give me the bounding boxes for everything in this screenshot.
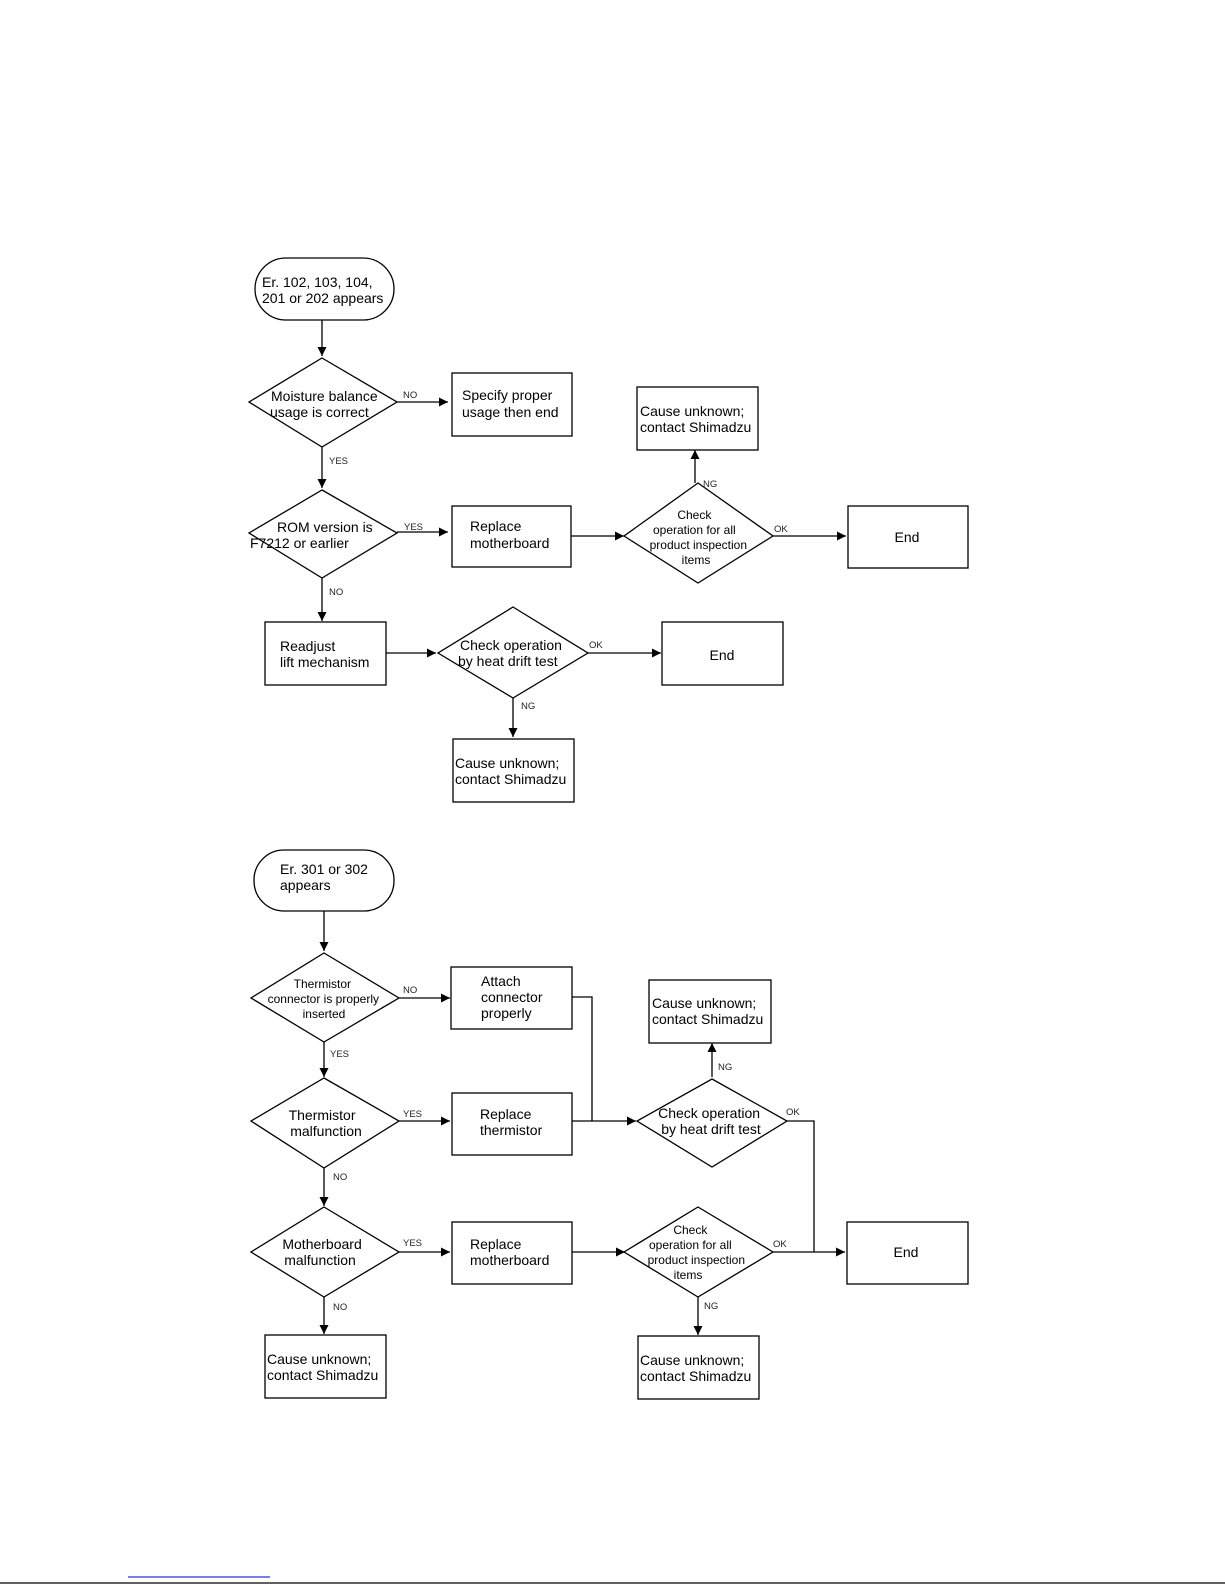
box-cause-unknown-top-text: Cause unknown; contact Shimadzu — [640, 403, 751, 435]
box-readjust-lift — [264, 621, 387, 686]
box-specify-usage — [451, 372, 573, 437]
box-cause-unknown-left — [264, 1334, 387, 1399]
label-mb-no: NO — [333, 1302, 347, 1313]
decision-rom-text: ROM version is F7212 or earlier — [250, 519, 377, 551]
box-replace-motherboard-2-text: Replace motherboard — [470, 1236, 549, 1268]
start-line-1: Er. 102, 103, 104, — [262, 274, 373, 290]
flow-2: Er. 301 or 302 appears Thermistor connec… — [249, 849, 969, 1400]
box-cause-unknown-bottom-2 — [637, 1335, 760, 1400]
box-attach-text: Attach connector properly — [481, 973, 546, 1021]
decision-connector-text: Thermistor connector is properly inserte… — [268, 977, 383, 1021]
line-heat-to-end — [787, 1120, 815, 1252]
decision-heat2-text: Check operation by heat drift test — [658, 1105, 764, 1137]
label-usage-yes: YES — [329, 456, 348, 467]
decision-mb-text: Motherboard malfunction — [282, 1236, 365, 1268]
decision-check-all-items — [622, 482, 775, 584]
box-replace-thermistor — [451, 1092, 573, 1156]
label-heat-ok: OK — [589, 640, 603, 651]
decision-connector-inserted — [249, 952, 401, 1043]
decision-heat-drift — [436, 606, 590, 699]
box-specify-text: Specify proper usage then end — [462, 387, 559, 420]
label-therm-no: NO — [333, 1172, 347, 1183]
box-end-right-text: End — [895, 529, 920, 545]
decision-thermistor-malfunction — [249, 1077, 401, 1169]
decision-heat-drift-2 — [635, 1078, 789, 1168]
box-cause-unknown-top — [636, 386, 759, 451]
box-cause-unknown-bottom-2-text: Cause unknown; contact Shimadzu — [640, 1352, 751, 1384]
box-end-right — [847, 505, 969, 569]
decision-heat-text: Check operation by heat drift test — [458, 637, 566, 669]
decision-check-all-items-2 — [622, 1206, 775, 1298]
start2-terminator — [253, 849, 395, 912]
box-cause-unknown-top-2 — [648, 979, 772, 1044]
box-cause-unknown-top-2-text: Cause unknown; contact Shimadzu — [652, 995, 763, 1027]
decision-usage-text: Moisture balance usage is correct — [270, 388, 382, 420]
decision-therm-text: Thermistor malfunction — [289, 1107, 362, 1139]
label-check-all-2-ng: NG — [704, 1301, 718, 1312]
label-connector-yes: YES — [330, 1049, 349, 1060]
label-heat-ng: NG — [521, 701, 535, 712]
flow-1: Er. 102, 103, 104, 201 or 202 appears Mo… — [247, 257, 969, 803]
label-therm-yes: YES — [403, 1109, 422, 1120]
label-usage-no: NO — [403, 390, 417, 401]
box-replace-thermistor-text: Replace thermistor — [480, 1106, 543, 1138]
label-heat2-ng: NG — [718, 1062, 732, 1073]
label-mb-yes: YES — [403, 1238, 422, 1249]
start-line-2: 201 or 202 appears — [262, 290, 383, 306]
label-check-all-ng: NG — [703, 479, 717, 490]
label-rom-no: NO — [329, 587, 343, 598]
label-connector-no: NO — [403, 985, 417, 996]
decision-usage-correct — [247, 357, 399, 448]
start-text: Er. 102, 103, 104, 201 or 202 appears — [262, 274, 383, 306]
box-readjust-text: Readjust lift mechanism — [280, 638, 369, 670]
start-terminator — [254, 257, 395, 321]
box-cause-unknown-bottom-text: Cause unknown; contact Shimadzu — [455, 755, 566, 787]
decision-check-all-text: Check operation for all product inspecti… — [650, 508, 751, 567]
label-check-all-ok: OK — [774, 524, 788, 535]
decision-check-all-2-text: Check operation for all product inspecti… — [648, 1223, 749, 1282]
box-end-middle-text: End — [710, 647, 735, 663]
box-replace-motherboard-text: Replace motherboard — [470, 518, 549, 551]
box-cause-unknown-left-text: Cause unknown; contact Shimadzu — [267, 1351, 378, 1383]
label-rom-yes: YES — [404, 522, 423, 533]
start2-text: Er. 301 or 302 appears — [280, 861, 372, 893]
decision-motherboard-malfunction — [249, 1206, 401, 1298]
box-attach-connector — [450, 966, 573, 1030]
label-check-all-2-ok: OK — [773, 1239, 787, 1250]
label-heat2-ok: OK — [786, 1107, 800, 1118]
box-end-middle — [661, 621, 784, 686]
box-replace-motherboard-2 — [451, 1221, 573, 1285]
box-end-2 — [846, 1221, 969, 1285]
box-cause-unknown-bottom — [452, 738, 575, 803]
line-attach-to-heat — [571, 996, 593, 1121]
decision-rom-version — [247, 489, 399, 579]
box-replace-motherboard — [451, 505, 572, 568]
box-end-2-text: End — [894, 1244, 919, 1260]
